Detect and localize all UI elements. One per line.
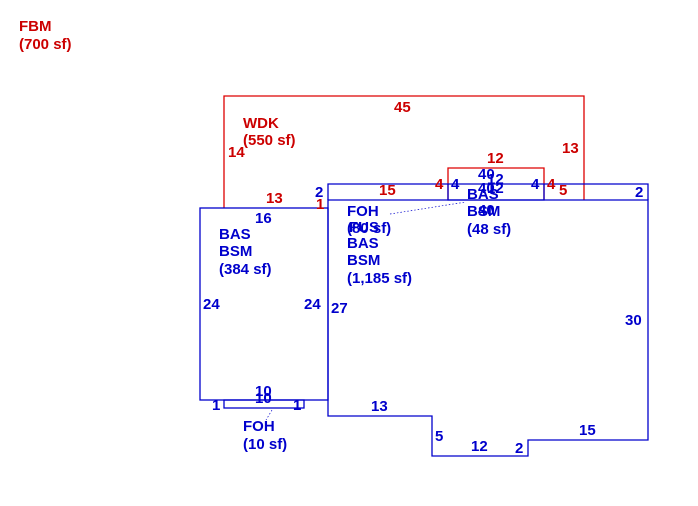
- dim-label: 13: [371, 398, 388, 415]
- dim-label: 2: [635, 184, 643, 201]
- foh-bottom-size: (10 sf): [243, 436, 287, 453]
- dim-label: 13: [266, 190, 283, 207]
- dim-label: 27: [331, 300, 348, 317]
- dim-label: 10: [255, 390, 272, 407]
- dim-label: 30: [625, 312, 642, 329]
- dim-label: 4: [547, 176, 556, 193]
- wdk-outline: [223, 95, 585, 208]
- bas-main-size: (1,185 sf): [347, 270, 412, 287]
- dim-label: 2: [315, 184, 323, 201]
- dim-label: 13: [562, 140, 579, 157]
- dim-label: 40: [478, 166, 495, 183]
- bas-main-outline: [327, 199, 649, 457]
- bas-small-label: BAS: [467, 186, 499, 203]
- dim-label: 40: [478, 202, 495, 219]
- fbm-size: (700 sf): [19, 36, 72, 53]
- dim-label: 4: [451, 176, 460, 193]
- dim-label: 4: [531, 176, 540, 193]
- dim-label: 12: [471, 438, 488, 455]
- dim-label: 10: [255, 383, 272, 400]
- bas-left-label-2: BSM: [219, 243, 252, 260]
- bas-main-label: BAS: [347, 235, 379, 252]
- fus-label: FUS: [349, 219, 379, 236]
- dim-label: 5: [559, 182, 567, 199]
- dim-label: 12: [487, 171, 504, 188]
- dim-label: 2: [515, 440, 523, 457]
- dim-label: 24: [203, 296, 220, 313]
- dim-label: 12: [487, 150, 504, 167]
- wdk-size: (550 sf): [243, 132, 296, 149]
- dim-label: 1: [212, 397, 220, 414]
- foh-main-size: (80 sf): [347, 220, 391, 237]
- bas-left-size: (384 sf): [219, 261, 272, 278]
- dim-label: 24: [304, 296, 321, 313]
- dim-label: 1: [293, 397, 301, 414]
- foh-main-outline: [327, 183, 649, 200]
- dim-label: 12: [487, 180, 504, 197]
- fbm-label: FBM: [19, 18, 52, 35]
- dim-label: 14: [228, 144, 245, 161]
- dim-label: 1: [316, 196, 324, 213]
- bas-left-label: BAS: [219, 226, 251, 243]
- foh-main-label: FOH: [347, 203, 379, 220]
- dim-label: 5: [435, 428, 443, 445]
- bas-main-label-2: BSM: [347, 252, 380, 269]
- bas-small-size: (48 sf): [467, 221, 511, 238]
- wdk-label: WDK: [243, 115, 279, 132]
- dim-label: 40: [478, 180, 495, 197]
- dim-label: 15: [379, 182, 396, 199]
- dim-label: 4: [435, 176, 444, 193]
- dim-label: 45: [394, 99, 411, 116]
- dim-label: 15: [579, 422, 596, 439]
- dim-label: 16: [255, 210, 272, 227]
- foh-bottom-label: FOH: [243, 418, 275, 435]
- bas-small-label-2: BSM: [467, 203, 500, 220]
- foh-bottom-outline: [223, 399, 305, 409]
- leader-line: [389, 201, 467, 215]
